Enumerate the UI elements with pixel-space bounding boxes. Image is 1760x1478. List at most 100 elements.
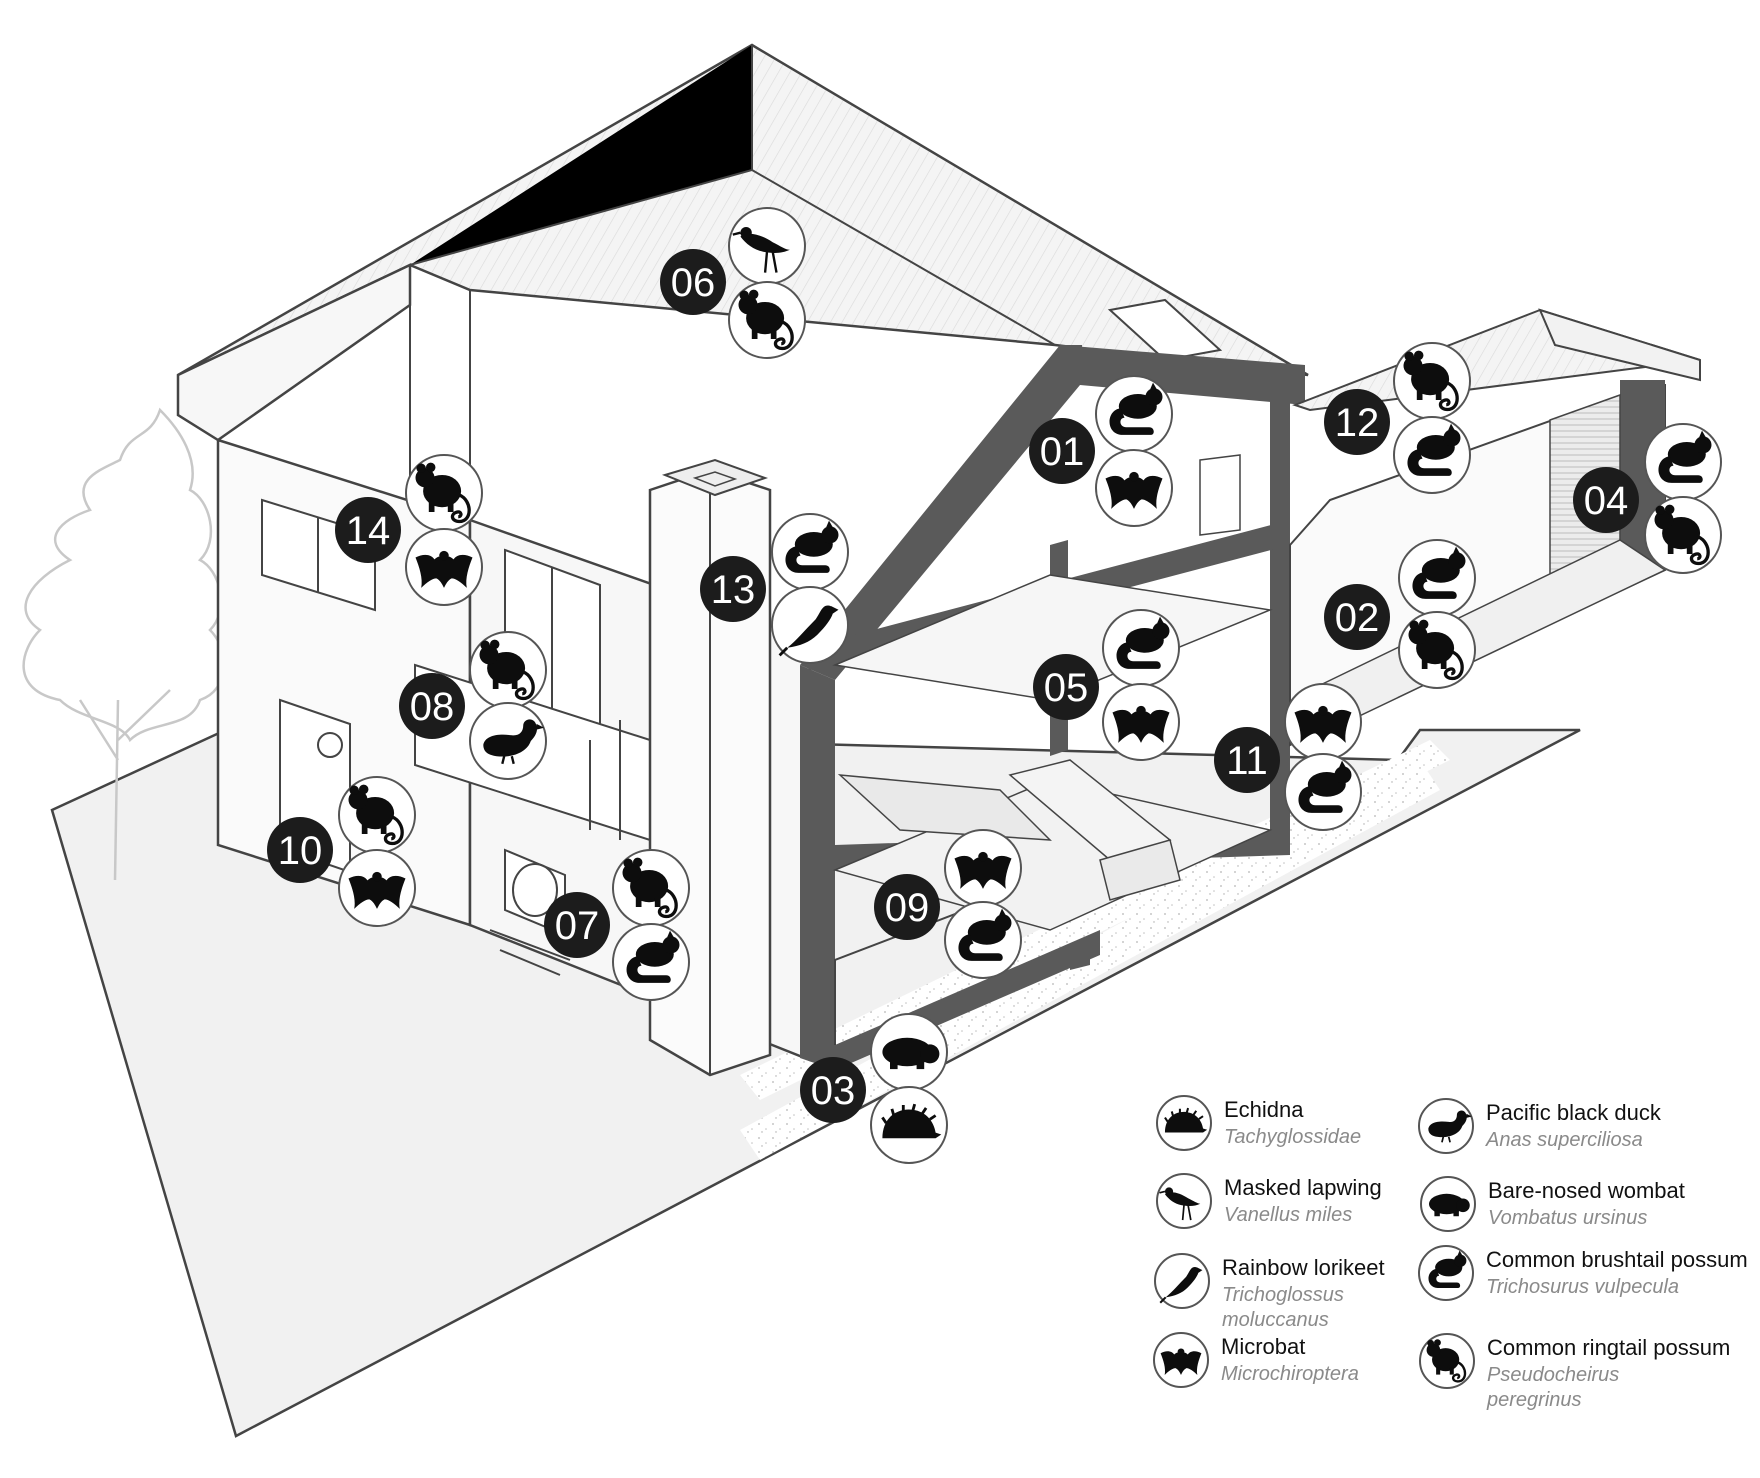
marker-number: 04	[1584, 479, 1629, 523]
marker-number: 05	[1044, 666, 1089, 710]
marker-badge	[1573, 467, 1639, 533]
marker-number: 02	[1335, 596, 1380, 640]
marker-badge	[660, 249, 726, 315]
lapwing-icon	[1156, 1173, 1212, 1229]
marker-badge	[1324, 389, 1390, 455]
brushtail-possum-icon	[1393, 416, 1471, 494]
legend-common-name: Microbat	[1221, 1334, 1305, 1359]
microbat-icon	[1102, 683, 1180, 761]
legend-common-name: Pacific black duck	[1486, 1100, 1662, 1125]
microbat-icon	[944, 829, 1022, 907]
wombat-icon	[870, 1013, 948, 1091]
legend-scientific-name: Tachyglossidae	[1224, 1126, 1361, 1148]
legend-common-name: Bare-nosed wombat	[1488, 1178, 1685, 1203]
brushtail-possum-icon	[1095, 375, 1173, 453]
marker-04: 04	[1573, 423, 1722, 574]
brushtail-possum-icon	[1102, 609, 1180, 687]
marker-number: 14	[346, 509, 391, 553]
brushtail-possum-icon	[1398, 539, 1476, 617]
marker-number: 11	[1226, 739, 1268, 783]
marker-badge	[1029, 418, 1095, 484]
brushtail-possum-icon	[944, 901, 1022, 979]
marker-badge	[1214, 727, 1280, 793]
legend-scientific-name: Trichosurus vulpecula	[1486, 1276, 1679, 1298]
echidna-icon	[1156, 1095, 1212, 1151]
lapwing-icon	[728, 207, 806, 285]
marker-number: 01	[1040, 430, 1085, 474]
legend-scientific-name: moluccanus	[1222, 1309, 1329, 1331]
legend-scientific-name: peregrinus	[1486, 1389, 1582, 1411]
marker-14: 14	[335, 454, 483, 606]
marker-08: 08	[399, 631, 547, 780]
marker-09: 09	[874, 829, 1022, 979]
legend-common-name: Common brushtail possum	[1486, 1247, 1748, 1272]
marker-05: 05	[1033, 609, 1180, 761]
ringtail-possum-icon	[405, 454, 483, 532]
marker-badge	[874, 874, 940, 940]
brushtail-possum-icon	[1284, 753, 1362, 831]
duck-icon	[469, 702, 547, 780]
brushtail-possum-icon	[771, 513, 849, 591]
ringtail-possum-icon	[1419, 1333, 1475, 1389]
marker-badge	[800, 1057, 866, 1123]
microbat-icon	[1284, 683, 1362, 761]
legend-scientific-name: Anas superciliosa	[1485, 1129, 1643, 1151]
legend-common-name: Masked lapwing	[1224, 1175, 1382, 1200]
ringtail-possum-icon	[1393, 342, 1471, 420]
wombat-icon	[1420, 1176, 1476, 1232]
marker-badge	[700, 556, 766, 622]
ringtail-possum-icon	[338, 776, 416, 854]
marker-badge	[1033, 654, 1099, 720]
marker-number: 08	[410, 685, 455, 729]
ringtail-possum-icon	[728, 281, 806, 359]
main-roof	[176, 43, 1309, 442]
legend-scientific-name: Microchiroptera	[1221, 1363, 1359, 1385]
microbat-icon	[1153, 1332, 1209, 1388]
marker-number: 09	[885, 886, 930, 930]
lorikeet-icon	[771, 586, 849, 664]
legend-common-name: Rainbow lorikeet	[1222, 1255, 1385, 1280]
marker-01: 01	[1029, 375, 1173, 527]
legend-scientific-name: Vanellus miles	[1224, 1204, 1352, 1226]
brushtail-possum-icon	[1418, 1245, 1474, 1301]
marker-badge	[335, 497, 401, 563]
marker-badge	[544, 892, 610, 958]
marker-number: 03	[811, 1069, 856, 1113]
marker-02: 02	[1324, 539, 1476, 689]
ringtail-possum-icon	[612, 849, 690, 927]
marker-badge	[267, 817, 333, 883]
brushtail-possum-icon	[1644, 423, 1722, 501]
section-cut	[800, 345, 1305, 1070]
legend-scientific-name: Trichoglossus	[1222, 1284, 1344, 1306]
brushtail-possum-icon	[612, 923, 690, 1001]
ringtail-possum-icon	[1644, 496, 1722, 574]
garage-wing	[1289, 308, 1701, 747]
legend-common-name: Echidna	[1224, 1097, 1304, 1122]
tree-outline	[22, 407, 226, 881]
marker-number: 10	[278, 829, 323, 873]
echidna-icon	[870, 1086, 948, 1164]
marker-11: 11	[1214, 683, 1362, 831]
lorikeet-icon	[1154, 1253, 1210, 1309]
marker-12: 12	[1324, 342, 1471, 494]
ringtail-possum-icon	[1398, 611, 1476, 689]
marker-number: 12	[1335, 401, 1380, 445]
marker-number: 13	[711, 568, 756, 612]
chimney	[648, 458, 772, 1077]
duck-icon	[1418, 1098, 1474, 1154]
microbat-icon	[338, 849, 416, 927]
marker-10: 10	[267, 776, 416, 927]
legend-scientific-name: Vombatus ursinus	[1488, 1207, 1647, 1229]
marker-number: 06	[671, 261, 716, 305]
marker-badge	[1324, 584, 1390, 650]
